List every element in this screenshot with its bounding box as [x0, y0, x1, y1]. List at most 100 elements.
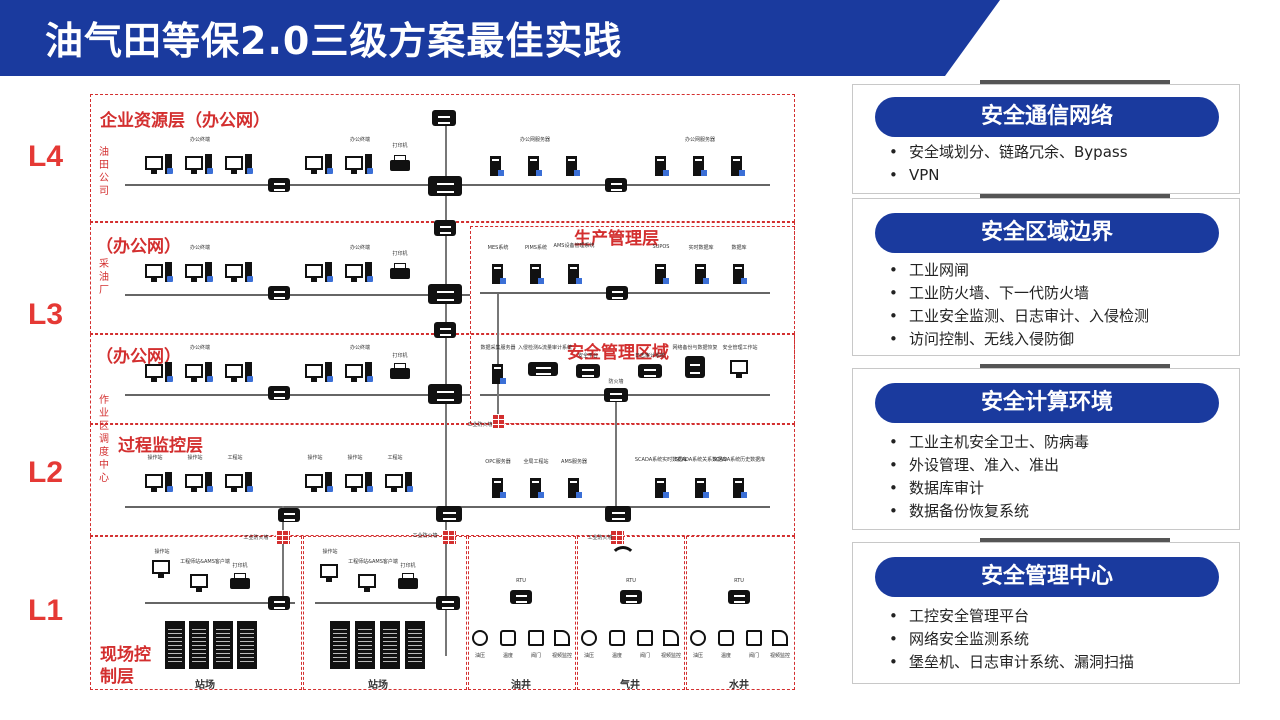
zone-title-enterprise: 企业资源层（办公网） [100, 111, 270, 131]
switch-icon [606, 286, 628, 300]
zone-title-field: 现场控制层 [100, 645, 151, 687]
router-icon [432, 110, 456, 126]
industrial-firewall-icon [610, 530, 624, 544]
label-rtu: RTU [516, 578, 526, 584]
list-item: 数据备份恢复系统 [889, 500, 1089, 523]
trunk-station-1 [282, 506, 284, 602]
section-secure-network: 安全通信网络 安全域划分、链路冗余、Bypass VPN [852, 84, 1240, 194]
zone-title-process: 过程监控层 [118, 436, 203, 456]
label-video: 视频监控 [769, 653, 791, 659]
trunk-security [615, 396, 617, 506]
level-label-l2: L2 [28, 456, 64, 489]
controller-cabinet-icon [380, 621, 400, 669]
label-firewall: 防火墙 [608, 379, 624, 385]
list-item: 网络安全监测系统 [889, 628, 1134, 651]
zone-production-mgmt [470, 226, 795, 424]
label-ids: 入侵检测&流量审计系统 [518, 345, 572, 351]
label-temp: 温度 [502, 653, 514, 659]
label-op-station: 操作站 [347, 455, 363, 461]
label-valve: 阀门 [639, 653, 651, 659]
zone-station-1 [90, 536, 302, 690]
label-op-station: 操作站 [187, 455, 203, 461]
log-audit-icon [638, 364, 662, 378]
controller-cabinet-icon [237, 621, 257, 669]
security-platform-icon [576, 364, 600, 378]
rtu-icon [728, 590, 750, 604]
zone-gas-well [577, 536, 685, 690]
label-rtu: RTU [734, 578, 744, 584]
bus-station-2 [315, 602, 460, 604]
page-title: 油气田等保2.0三级方案最佳实践 [45, 19, 623, 63]
list-item: 安全域划分、链路冗余、Bypass [889, 141, 1128, 164]
site-label-gas-well: 气井 [620, 680, 640, 691]
panel-divider [980, 80, 1170, 84]
router-icon [434, 220, 456, 236]
switch-icon [268, 286, 290, 300]
label-scada-rel: SCADA系统关系数据库 [674, 457, 728, 463]
level-label-l3: L3 [28, 298, 64, 331]
switch-icon [436, 596, 460, 610]
label-scada-hist: SCADA系统历史数据库 [712, 457, 766, 463]
switch-icon [268, 596, 290, 610]
list-item: 工业安全监测、日志审计、入侵检测 [889, 305, 1149, 328]
wireless-icon [610, 546, 636, 572]
trunk-collector [497, 294, 499, 414]
section-title: 安全通信网络 [875, 97, 1219, 137]
label-eng-station: 工程站 [227, 455, 243, 461]
label-industrial-fw: 工业防火墙 [412, 533, 438, 539]
zone-title-security: 安全管理区域 [567, 343, 669, 363]
level-label-l4: L4 [28, 140, 64, 173]
list-item: 访问控制、无线入侵防御 [889, 328, 1149, 351]
controller-cabinet-icon [355, 621, 375, 669]
thermometer-icon [500, 630, 516, 646]
network-diagram: L4 L3 L2 L1 企业资源层（办公网） 油田公司 （办公网） 采油厂 生产… [0, 76, 845, 720]
list-item: 数据库审计 [889, 477, 1089, 500]
panel-divider [980, 364, 1170, 368]
pressure-gauge-icon [472, 630, 488, 646]
label-log-audit: 日志审计系统 [634, 353, 666, 359]
section-title: 安全管理中心 [875, 557, 1219, 597]
section-title: 安全计算环境 [875, 383, 1219, 423]
side-label-dispatch: 作业区调度中心 [99, 395, 109, 484]
zone-title-office-l3b: （办公网） [96, 347, 181, 367]
controller-cabinet-icon [189, 621, 209, 669]
label-office-terminal: 办公终端 [349, 137, 371, 143]
label-op-station: 操作站 [307, 455, 323, 461]
label-mes: MES系统 [487, 245, 509, 251]
camera-icon [772, 630, 788, 646]
label-valve: 阀门 [530, 653, 542, 659]
label-pressure: 油压 [583, 653, 595, 659]
label-collector: 数据采集服务器 [480, 345, 516, 351]
label-eng-ams: 工程师站&AMS客户端 [348, 559, 398, 565]
site-label-station-2: 站场 [368, 680, 388, 691]
camera-icon [554, 630, 570, 646]
label-printer: 打印机 [400, 563, 416, 569]
camera-icon [663, 630, 679, 646]
label-rtdb: 实时数据库 [688, 245, 714, 251]
zone-title-office-l3a: （办公网） [96, 237, 181, 257]
core-switch-icon [428, 384, 462, 404]
panel-divider [980, 538, 1170, 542]
label-office-server: 办公网服务器 [684, 137, 716, 143]
label-sec-ws: 安全管理工作站 [722, 345, 758, 351]
label-video: 视频监控 [551, 653, 573, 659]
bus-station-1 [145, 602, 295, 604]
label-scada-rt: SCADA系统实时数据库 [634, 457, 688, 463]
level-label-l1: L1 [28, 594, 64, 627]
pressure-gauge-icon [690, 630, 706, 646]
valve-icon [746, 630, 762, 646]
bus-l3a [125, 294, 470, 296]
ids-sensor-icon [528, 362, 558, 376]
list-item: VPN [889, 164, 1128, 187]
bus-l3b [125, 394, 470, 396]
rtu-icon [620, 590, 642, 604]
label-industrial-fw: 工业防火墙 [467, 422, 493, 428]
title-banner [0, 0, 1000, 76]
label-office-terminal: 办公终端 [189, 345, 211, 351]
thermometer-icon [609, 630, 625, 646]
side-label-plant: 采油厂 [99, 259, 109, 296]
label-office-terminal: 办公终端 [349, 345, 371, 351]
switch-icon [436, 506, 462, 522]
label-pressure: 油压 [692, 653, 704, 659]
valve-icon [637, 630, 653, 646]
